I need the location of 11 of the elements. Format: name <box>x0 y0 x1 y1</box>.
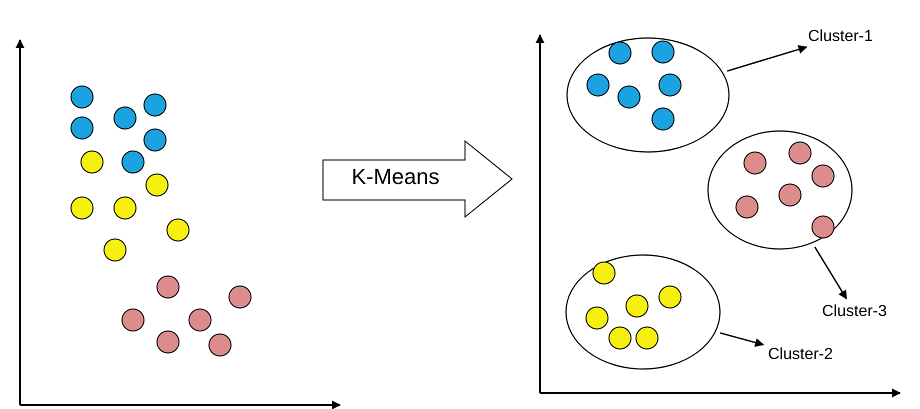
cluster-ellipse <box>566 37 730 153</box>
cluster-label: Cluster-1 <box>808 28 873 46</box>
cluster-ellipse <box>565 254 721 370</box>
cluster-label: Cluster-3 <box>822 303 887 321</box>
arrow <box>720 332 764 347</box>
arrow <box>727 45 808 72</box>
cluster-label: Cluster-2 <box>768 346 833 364</box>
block-arrow <box>322 140 513 218</box>
arrow <box>814 246 848 300</box>
cluster-ellipse <box>707 130 853 250</box>
arrow-label: K-Means <box>350 164 441 190</box>
